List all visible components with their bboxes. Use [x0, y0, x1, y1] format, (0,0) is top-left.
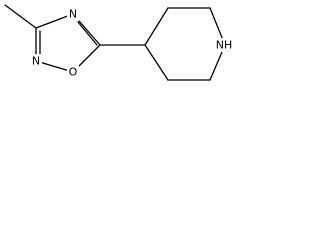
bond-c3-n4	[35, 13, 74, 29]
bond-methyl-c3	[4, 4, 37, 29]
atom-n-top: N	[67, 7, 79, 21]
atom-o-ring: O	[67, 65, 79, 79]
atom-o-ring-label: O	[69, 66, 78, 79]
bond-c5-c4	[144, 44, 169, 81]
atom-n-left: N	[30, 54, 42, 68]
bond-c4-c3	[144, 7, 169, 46]
structure-diagram: N N O NH	[4, 4, 234, 81]
atom-n-top-label: N	[69, 8, 77, 21]
bond-o1-n2	[35, 60, 74, 73]
atom-nh-ring-label: NH	[216, 39, 233, 52]
oxadiazole-ring-bonds	[4, 4, 101, 73]
atom-n-left-label: N	[32, 55, 40, 68]
atom-nh-ring: NH	[214, 38, 234, 52]
piperidine-ring-bonds	[99, 7, 226, 81]
bond-c5-n4-double	[77, 21, 98, 46]
